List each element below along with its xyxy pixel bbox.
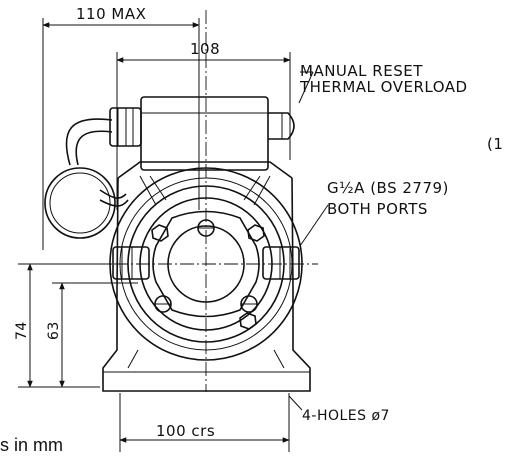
dimension-lines [18, 18, 329, 452]
label-thermal-overload: THERMAL OVERLOAD [299, 78, 468, 96]
drawing-labels: 110 MAX 108 74 63 100 crs MANUAL RESET T… [0, 5, 503, 455]
label-index-1: (1 [487, 135, 503, 153]
dim-108: 108 [190, 40, 220, 58]
dim-110-max: 110 MAX [76, 5, 146, 23]
label-manual-reset: MANUAL RESET [300, 62, 423, 80]
label-port-thread: G½A (BS 2779) [327, 179, 449, 197]
label-both-ports: BOTH PORTS [327, 200, 428, 218]
label-4-holes: 4-HOLES ø7 [302, 408, 390, 424]
pump-outline [44, 10, 318, 392]
dim-100-crs: 100 crs [156, 422, 215, 440]
footer-units-text: s in mm [0, 435, 63, 455]
dim-63: 63 [46, 321, 62, 340]
dim-74: 74 [14, 321, 30, 340]
